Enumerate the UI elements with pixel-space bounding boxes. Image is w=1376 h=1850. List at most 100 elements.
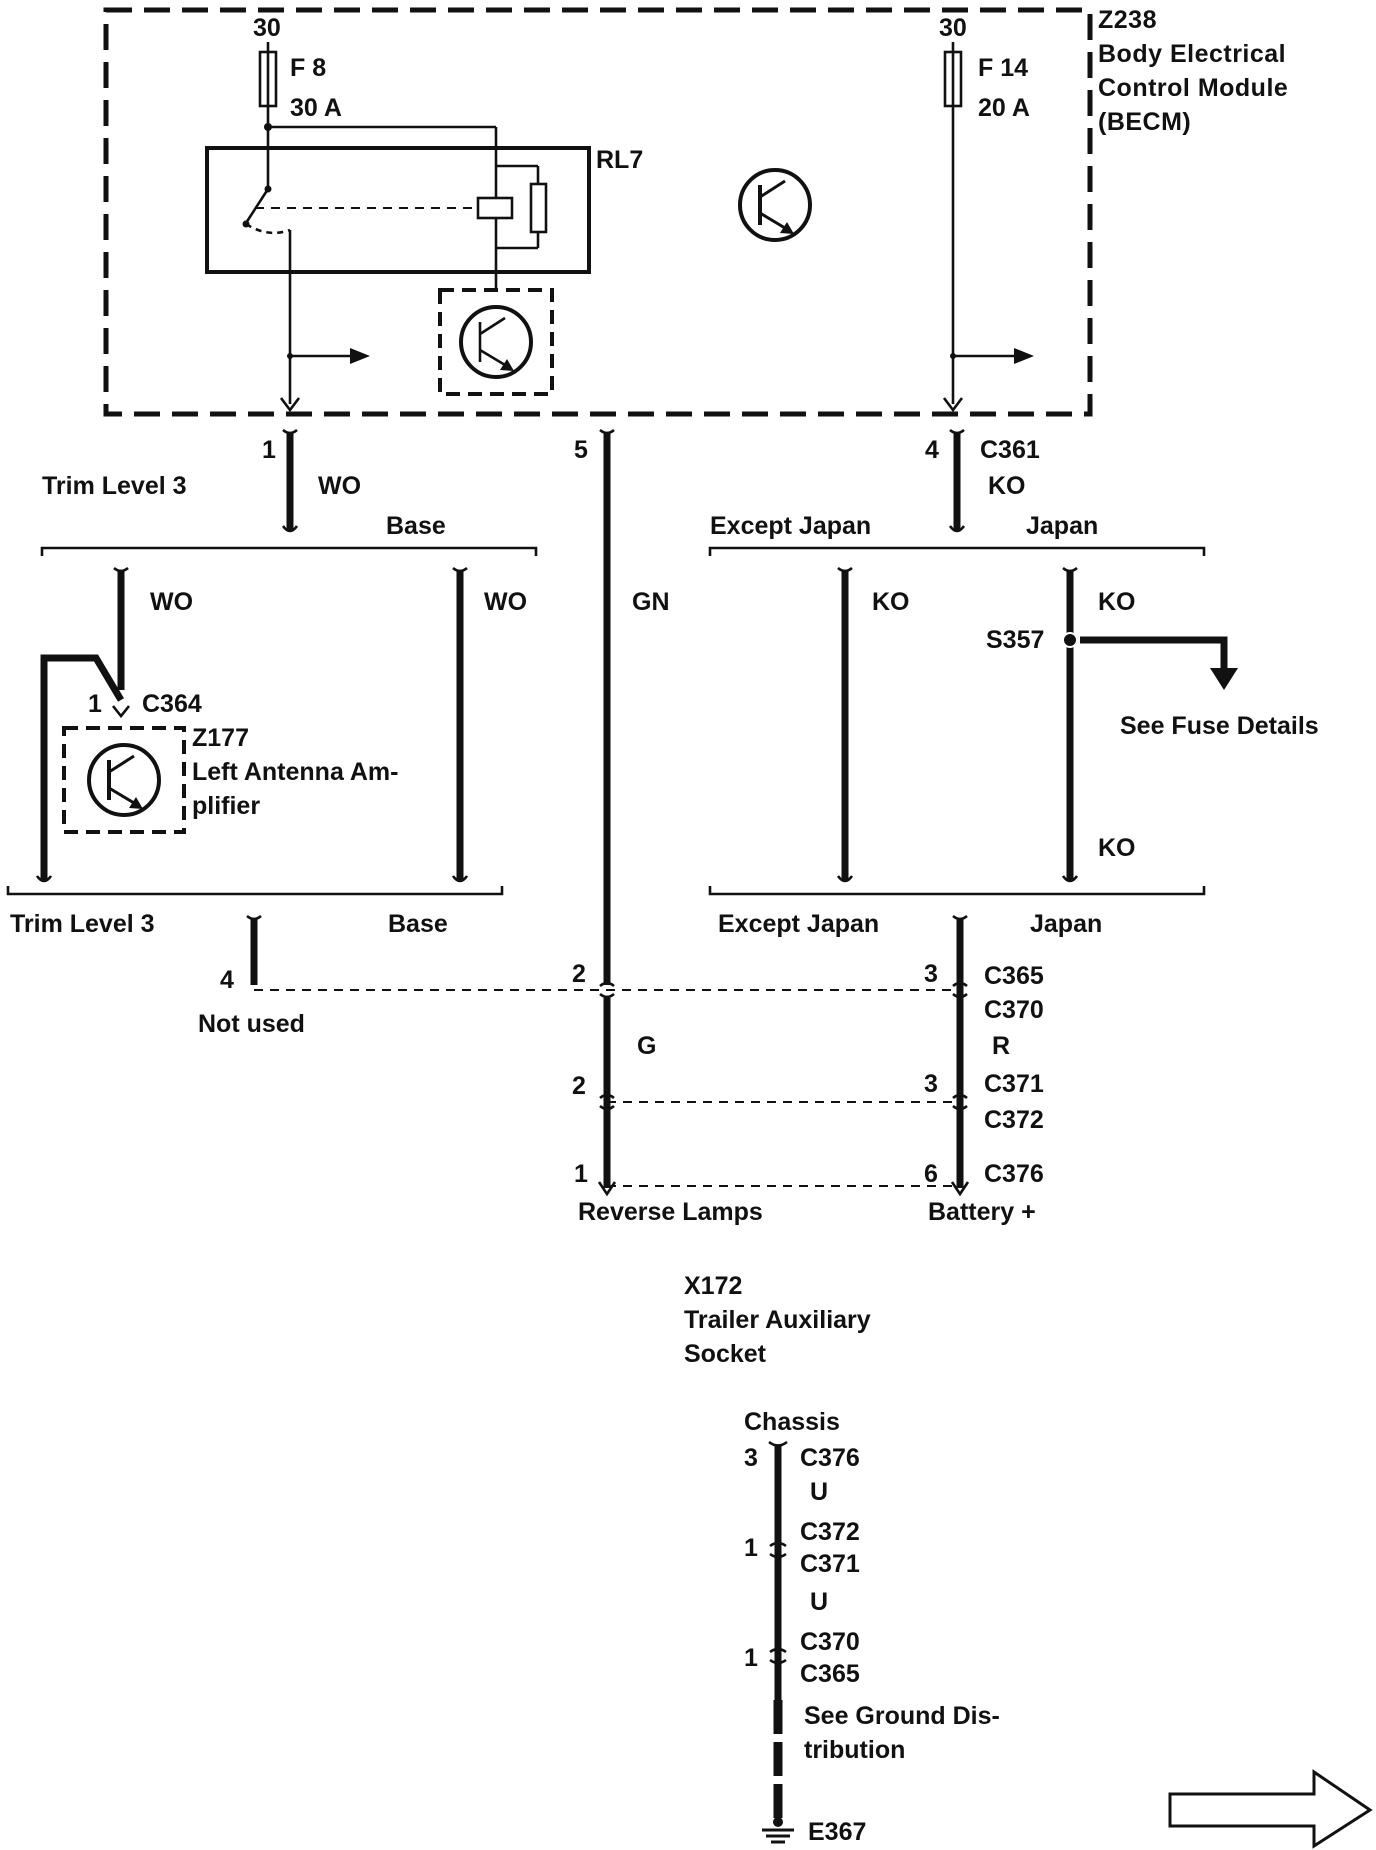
fuse-f14-id: F 14: [978, 54, 1028, 82]
wire-ko-japan-bottom-label: KO: [1098, 834, 1136, 862]
pin2-b-label: 2: [572, 1072, 586, 1100]
see-ground-line2-label: tribution: [804, 1736, 905, 1764]
pin6-c-label: 6: [924, 1160, 938, 1188]
arrow-down-icon: [1210, 668, 1238, 690]
fuse-f8-rating: 30 A: [290, 94, 342, 122]
trim-level-bottom-label: Trim Level 3: [10, 910, 155, 938]
wire-pin5-gn: 5 GN: [574, 428, 670, 985]
battery-plus-label: Battery +: [928, 1198, 1036, 1226]
base-bottom-label: Base: [388, 910, 448, 938]
ground-c365-label: C365: [800, 1660, 860, 1688]
relay-driver: [438, 288, 554, 396]
wire-pin4-ko: 4 C361 KO Except Japan Japan: [710, 428, 1098, 540]
japan-bottom-label: Japan: [1030, 910, 1102, 938]
splice-s357-dot: [1062, 632, 1078, 648]
ground-circuit: Chassis 3 C376 U 1 C372 C371 U 1 C370 C3…: [744, 1408, 1000, 1846]
japan-top-label: Japan: [1026, 512, 1098, 540]
ground-point-label: E367: [808, 1818, 866, 1846]
relay-resistor: [529, 182, 548, 234]
becm-ref: Z238: [1098, 6, 1157, 34]
pin4-label: 4: [925, 436, 939, 464]
relay-rl7: RL7: [205, 123, 643, 404]
pin4-bottom-label: 4: [220, 966, 234, 994]
wire-wo-right-label: WO: [484, 588, 527, 616]
ground-wire-u1-label: U: [810, 1478, 828, 1506]
transistor-icon: [738, 168, 812, 242]
trailer-socket: X172 Trailer Auxiliary Socket: [684, 1272, 871, 1368]
c376-label: C376: [984, 1160, 1044, 1188]
connector-c371-c372: 2 3 C371 C372: [572, 1070, 1044, 1134]
transistor-icon: [459, 305, 533, 379]
see-ground-line1-label: See Ground Dis-: [804, 1702, 1000, 1730]
transistor-icon: [87, 743, 161, 817]
ground-c371-label: C371: [800, 1550, 860, 1578]
arrow-right-icon: [1014, 348, 1034, 364]
not-used-label: Not used: [198, 1010, 305, 1038]
pin1-c-label: 1: [574, 1160, 588, 1188]
fuse-f14: 30 F 14 20 A: [939, 14, 1034, 413]
c361-label: C361: [980, 436, 1040, 464]
antenna-amplifier: 1 C364 Z177 Left Antenna Am- plifier: [35, 654, 398, 883]
relay-coil: [476, 196, 514, 220]
wire-r-label: R: [992, 1032, 1010, 1060]
wire-wo-top-label: WO: [318, 472, 361, 500]
splice-s357-label: S357: [986, 626, 1044, 654]
arrow-right-icon: [350, 348, 370, 364]
except-japan-bottom-label: Except Japan: [718, 910, 879, 938]
ground-pin1-a-label: 1: [744, 1534, 758, 1562]
ground-symbol-icon: [762, 1817, 794, 1844]
becm-internal-transistor: [738, 168, 812, 242]
ground-c370-label: C370: [800, 1628, 860, 1656]
antenna-ref: Z177: [192, 724, 249, 752]
wire-pin1-wo: 1 WO Trim Level 3 Base: [42, 428, 446, 540]
chassis-label: Chassis: [744, 1408, 840, 1436]
ground-pin3-label: 3: [744, 1444, 758, 1472]
fuse-f14-supply: 30: [939, 14, 967, 42]
connector-c376-socket: 1 6 C376 Reverse Lamps Battery +: [574, 1160, 1044, 1226]
join-bar-right: Except Japan Japan: [708, 886, 1206, 1188]
becm-name-line3: (BECM): [1098, 108, 1191, 136]
see-fuse-details-label: See Fuse Details: [1120, 712, 1319, 740]
split-bar-left: WO WO: [40, 546, 538, 883]
base-top-label: Base: [386, 512, 446, 540]
next-page-arrow-icon: [1168, 1769, 1373, 1849]
antenna-connector-label: C364: [142, 690, 202, 718]
relay-rl7-label: RL7: [596, 146, 643, 174]
split-bar-right: KO KO S357 See Fuse Details KO: [708, 546, 1319, 883]
becm-module: Z238 Body Electrical Control Module (BEC…: [103, 6, 1288, 417]
c370-label: C370: [984, 996, 1044, 1024]
wire-g-label: G: [637, 1032, 656, 1060]
wire-wo-left-label: WO: [150, 588, 193, 616]
socket-name-line1: Trailer Auxiliary: [684, 1306, 871, 1334]
join-bar-left: Trim Level 3 Base 4 Not used: [6, 886, 504, 1038]
antenna-pin-label: 1: [88, 690, 102, 718]
wire-gn-label: GN: [632, 588, 670, 616]
antenna-name-line1: Left Antenna Am-: [192, 758, 398, 786]
becm-name-line1: Body Electrical: [1098, 40, 1286, 68]
pin3-a-label: 3: [924, 960, 938, 988]
socket-name-line2: Socket: [684, 1340, 767, 1368]
becm-name-line2: Control Module: [1098, 74, 1288, 102]
becm-boundary: [103, 7, 1093, 417]
antenna-name-line2: plifier: [192, 792, 260, 820]
wire-ko-except-label: KO: [872, 588, 910, 616]
c372-label: C372: [984, 1106, 1044, 1134]
ground-wire-u2-label: U: [810, 1588, 828, 1616]
socket-ref: X172: [684, 1272, 742, 1300]
fuse-f14-rating: 20 A: [978, 94, 1030, 122]
pin1-label: 1: [262, 436, 276, 464]
c365-label: C365: [984, 962, 1044, 990]
wire-ko-top-label: KO: [988, 472, 1026, 500]
fuse-f8-id: F 8: [290, 54, 326, 82]
ground-pin1-b-label: 1: [744, 1644, 758, 1672]
pin5-label: 5: [574, 436, 588, 464]
ground-c372-label: C372: [800, 1518, 860, 1546]
except-japan-top-label: Except Japan: [710, 512, 871, 540]
trim-level-top-label: Trim Level 3: [42, 472, 187, 500]
fuse-f8-supply: 30: [253, 14, 281, 42]
connector-c365-c370: 2 3 C365 C370: [254, 960, 1044, 1024]
ground-c376-label: C376: [800, 1444, 860, 1472]
wire-ko-japan-label: KO: [1098, 588, 1136, 616]
c371-label: C371: [984, 1070, 1044, 1098]
